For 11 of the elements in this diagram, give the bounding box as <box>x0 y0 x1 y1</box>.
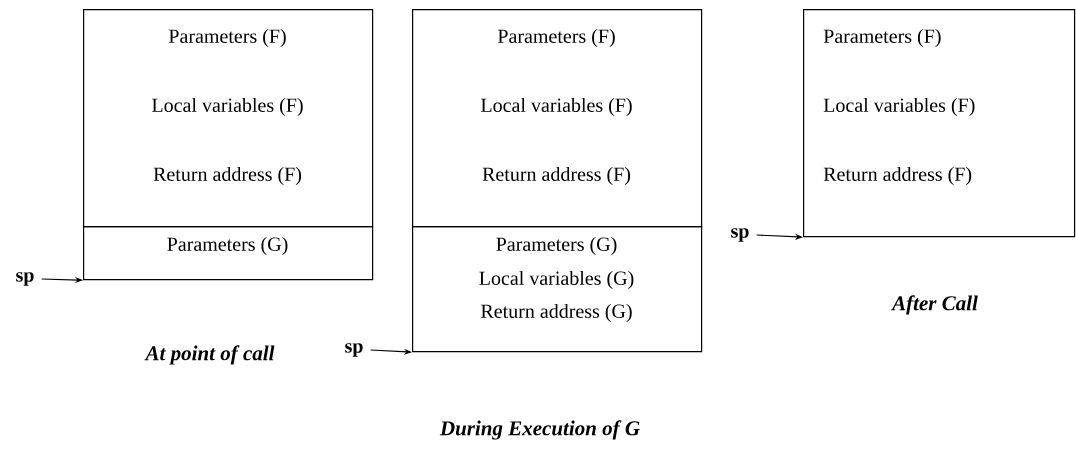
caption: At point of call <box>144 345 275 365</box>
stack-frame: Parameters (G) Local variables (G) Return address (G) <box>412 226 703 353</box>
stack-frame: Parameters (F) Local variables (F) Return address (F) <box>83 9 374 228</box>
stack-frame: Parameters (G) <box>83 226 374 281</box>
stack-frame: Parameters (F) Local variables (F) Return address (F) <box>803 9 1076 238</box>
caption: During Execution of G <box>439 420 640 440</box>
caption: After Call <box>891 295 978 315</box>
stack-frame: Parameters (F) Local variables (F) Return address (F) <box>412 9 703 228</box>
pointer-label: sp <box>345 343 363 357</box>
pointer-label: sp <box>16 272 34 286</box>
pointer-label: sp <box>731 228 749 242</box>
